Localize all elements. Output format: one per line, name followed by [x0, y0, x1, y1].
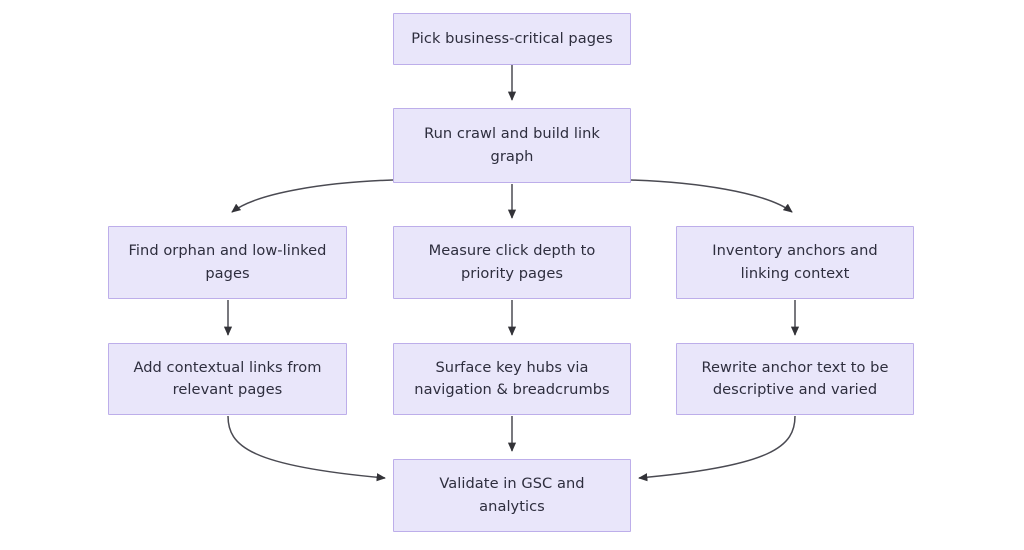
node-label: Rewrite anchor text to be descriptive an… [701, 358, 889, 398]
node-label: Measure click depth to priority pages [428, 242, 596, 282]
node-label: Add contextual links from relevant pages [133, 358, 322, 398]
edge-crawl-to-anchors [630, 179, 793, 213]
node-label: Pick business-critical pages [411, 29, 613, 47]
node-inventory-anchors-linking-context[interactable]: Inventory anchors and linking context [676, 226, 914, 299]
node-label: Surface key hubs via navigation & breadc… [414, 358, 610, 398]
edge-crawl-to-orphan [231, 179, 394, 213]
node-measure-click-depth[interactable]: Measure click depth to priority pages [393, 226, 631, 299]
edge-add-to-validate [227, 415, 386, 482]
node-pick-business-critical-pages[interactable]: Pick business-critical pages [393, 13, 631, 65]
node-label: Run crawl and build link graph [424, 125, 600, 165]
node-surface-key-hubs[interactable]: Surface key hubs via navigation & breadc… [393, 343, 631, 415]
edge-rewrite-to-validate [638, 415, 796, 482]
node-label: Inventory anchors and linking context [712, 242, 878, 282]
node-label: Validate in GSC and analytics [439, 475, 585, 515]
node-validate-in-gsc-and-analytics[interactable]: Validate in GSC and analytics [393, 459, 631, 532]
node-rewrite-anchor-text[interactable]: Rewrite anchor text to be descriptive an… [676, 343, 914, 415]
node-find-orphan-low-linked-pages[interactable]: Find orphan and low-linked pages [108, 226, 347, 299]
node-run-crawl-build-link-graph[interactable]: Run crawl and build link graph [393, 108, 631, 183]
node-add-contextual-links[interactable]: Add contextual links from relevant pages [108, 343, 347, 415]
node-label: Find orphan and low-linked pages [128, 242, 327, 282]
